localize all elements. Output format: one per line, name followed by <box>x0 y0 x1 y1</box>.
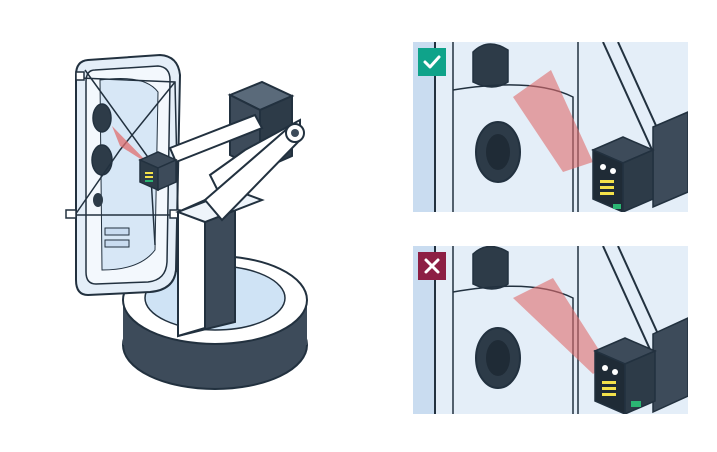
sensor-head <box>138 151 178 192</box>
correct-detail-view <box>413 42 688 212</box>
check-icon <box>423 55 441 69</box>
sensor-detail-correct <box>591 136 655 212</box>
incorrect-badge <box>418 252 446 280</box>
incorrect-detail-view <box>413 246 688 414</box>
laser-beam <box>112 126 150 165</box>
cross-icon <box>424 258 440 274</box>
correct-badge <box>418 48 446 76</box>
laser-beam-correct <box>513 70 593 172</box>
robot-arm <box>168 80 305 338</box>
incorrect-alignment-panel <box>413 246 688 414</box>
sensor-detail-incorrect <box>593 337 657 414</box>
correct-alignment-panel <box>413 42 688 212</box>
laser-beam-incorrect <box>513 278 608 374</box>
